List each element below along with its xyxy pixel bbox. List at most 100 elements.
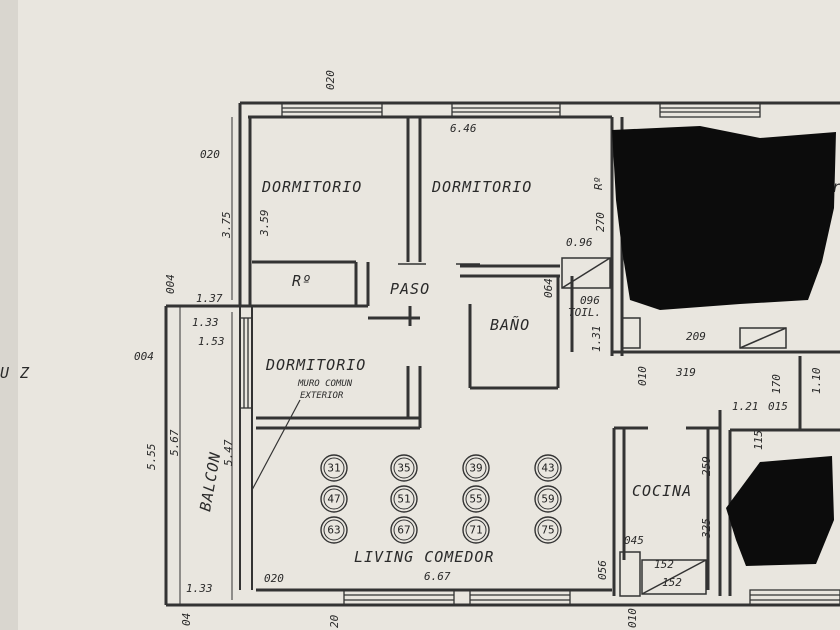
furniture-marker-number: 35 xyxy=(397,462,410,475)
dim-319: 319 xyxy=(675,366,696,379)
furniture-marker-number: 75 xyxy=(541,524,554,537)
dim-270: 270 xyxy=(594,212,607,232)
dim-010b: 010 xyxy=(626,608,639,628)
furniture-marker-number: 51 xyxy=(397,493,410,506)
furniture-marker-inner-ring xyxy=(537,519,559,541)
furniture-marker-ring xyxy=(462,485,490,513)
furniture-marker-number: 71 xyxy=(469,524,482,537)
furniture-marker-number: 31 xyxy=(327,462,340,475)
dim-170: 170 xyxy=(770,374,783,394)
dim-020-bottom: 020 xyxy=(264,572,284,585)
edge-text-fragment: U Z xyxy=(0,364,30,382)
muro-comun-pointer xyxy=(251,399,301,491)
dim-110: 1.10 xyxy=(810,367,823,394)
furniture-marker-63: 63 xyxy=(320,516,348,544)
furniture-marker-number: 59 xyxy=(541,493,554,506)
furniture-marker-ring xyxy=(462,516,490,544)
furniture-marker-inner-ring xyxy=(537,457,559,479)
dim-096b: 096 xyxy=(580,294,600,307)
window-top-2 xyxy=(451,102,561,118)
dim-131: 1.31 xyxy=(590,326,603,353)
furniture-marker-inner-ring xyxy=(465,519,487,541)
dim-547: 5.47 xyxy=(222,439,235,466)
window-bottom-2 xyxy=(469,589,571,606)
dim-115: 115 xyxy=(752,430,765,450)
furniture-marker-ring xyxy=(534,454,562,482)
dim-004-top: 004 xyxy=(164,274,177,294)
dim-325: 325 xyxy=(700,518,713,539)
room-labels: DORMITORIO DORMITORIO DORMITORIO PASO BA… xyxy=(0,177,840,566)
dim-096a: 0.96 xyxy=(566,236,593,249)
room-dormitorio-3: DORMITORIO xyxy=(265,356,366,374)
dim-259: 259 xyxy=(700,456,713,476)
room-cocina: COCINA xyxy=(632,482,692,500)
furniture-marker-inner-ring xyxy=(323,488,345,510)
dim-20-bottom: 20 xyxy=(328,614,341,628)
furniture-marker-ring xyxy=(390,485,418,513)
redactions xyxy=(612,126,836,566)
dim-121: 1.21 xyxy=(732,400,759,413)
furniture-marker-inner-ring xyxy=(393,488,415,510)
dim-646: 6.46 xyxy=(450,122,477,135)
furniture-marker-inner-ring xyxy=(465,457,487,479)
dim-133b: 1.33 xyxy=(186,582,213,595)
window-balcony-door xyxy=(239,317,253,409)
dim-004-side: 004 xyxy=(134,350,154,363)
dim-209: 209 xyxy=(686,330,706,343)
room-ropero-1: Rº xyxy=(292,272,312,290)
dim-015: 015 xyxy=(768,400,788,413)
furniture-marker-inner-ring xyxy=(465,488,487,510)
furniture-marker-43: 43 xyxy=(534,454,562,482)
furniture-marker-inner-ring xyxy=(323,457,345,479)
dim-555: 5.55 xyxy=(145,444,158,471)
furniture-marker-inner-ring xyxy=(393,519,415,541)
kitchen-fixture-2 xyxy=(641,559,707,595)
fixtures xyxy=(179,117,787,605)
window-top-1 xyxy=(281,102,383,118)
dim-152a: 152 xyxy=(654,558,674,571)
dim-152b: 152 xyxy=(662,576,682,589)
label-exterior: EXTERIOR xyxy=(300,391,344,401)
room-bano: BAÑO xyxy=(490,315,530,334)
windows xyxy=(239,102,840,606)
dim-045: 045 xyxy=(624,534,644,547)
furniture-marker-ring xyxy=(320,454,348,482)
kitchen-fixture xyxy=(619,551,641,597)
window-bottom-3 xyxy=(749,589,840,606)
furniture-marker-59: 59 xyxy=(534,485,562,513)
furniture-marker-number: 63 xyxy=(327,524,340,537)
shaft-fixture xyxy=(739,327,787,349)
furniture-marker-67: 67 xyxy=(390,516,418,544)
furniture-marker-ring xyxy=(534,485,562,513)
room-ropero-2: Rº xyxy=(592,177,605,190)
dim-153: 1.53 xyxy=(198,335,225,348)
toilet-fixture xyxy=(561,257,611,289)
furniture-marker-number: 39 xyxy=(469,462,482,475)
dim-020-top: 020 xyxy=(324,70,337,90)
dim-667: 6.67 xyxy=(424,570,451,583)
furniture-marker-inner-ring xyxy=(323,519,345,541)
dim-020-left: 020 xyxy=(200,148,220,161)
furniture-marker-51: 51 xyxy=(390,485,418,513)
furniture-marker-39: 39 xyxy=(462,454,490,482)
furniture-marker-ring xyxy=(320,485,348,513)
furniture-marker-ring xyxy=(462,454,490,482)
furniture-marker-ring xyxy=(320,516,348,544)
dim-359: 3.59 xyxy=(258,210,271,238)
dim-137: 1.37 xyxy=(196,292,223,305)
window-top-3 xyxy=(659,102,761,118)
dim-010a: 010 xyxy=(636,366,649,386)
furniture-marker-ring xyxy=(390,516,418,544)
dimension-labels: 020 6.46 020 3.75 3.59 270 0.96 064 096 … xyxy=(134,70,823,628)
dim-375: 3.75 xyxy=(220,212,233,240)
room-dormitorio-2: DORMITORIO xyxy=(431,178,532,196)
furniture-marker-75: 75 xyxy=(534,516,562,544)
room-dormitorio-1: DORMITORIO xyxy=(261,178,362,196)
furniture-marker-31: 31 xyxy=(320,454,348,482)
dim-567: 5.67 xyxy=(168,429,181,456)
furniture-marker-35: 35 xyxy=(390,454,418,482)
furniture-marker-inner-ring xyxy=(537,488,559,510)
